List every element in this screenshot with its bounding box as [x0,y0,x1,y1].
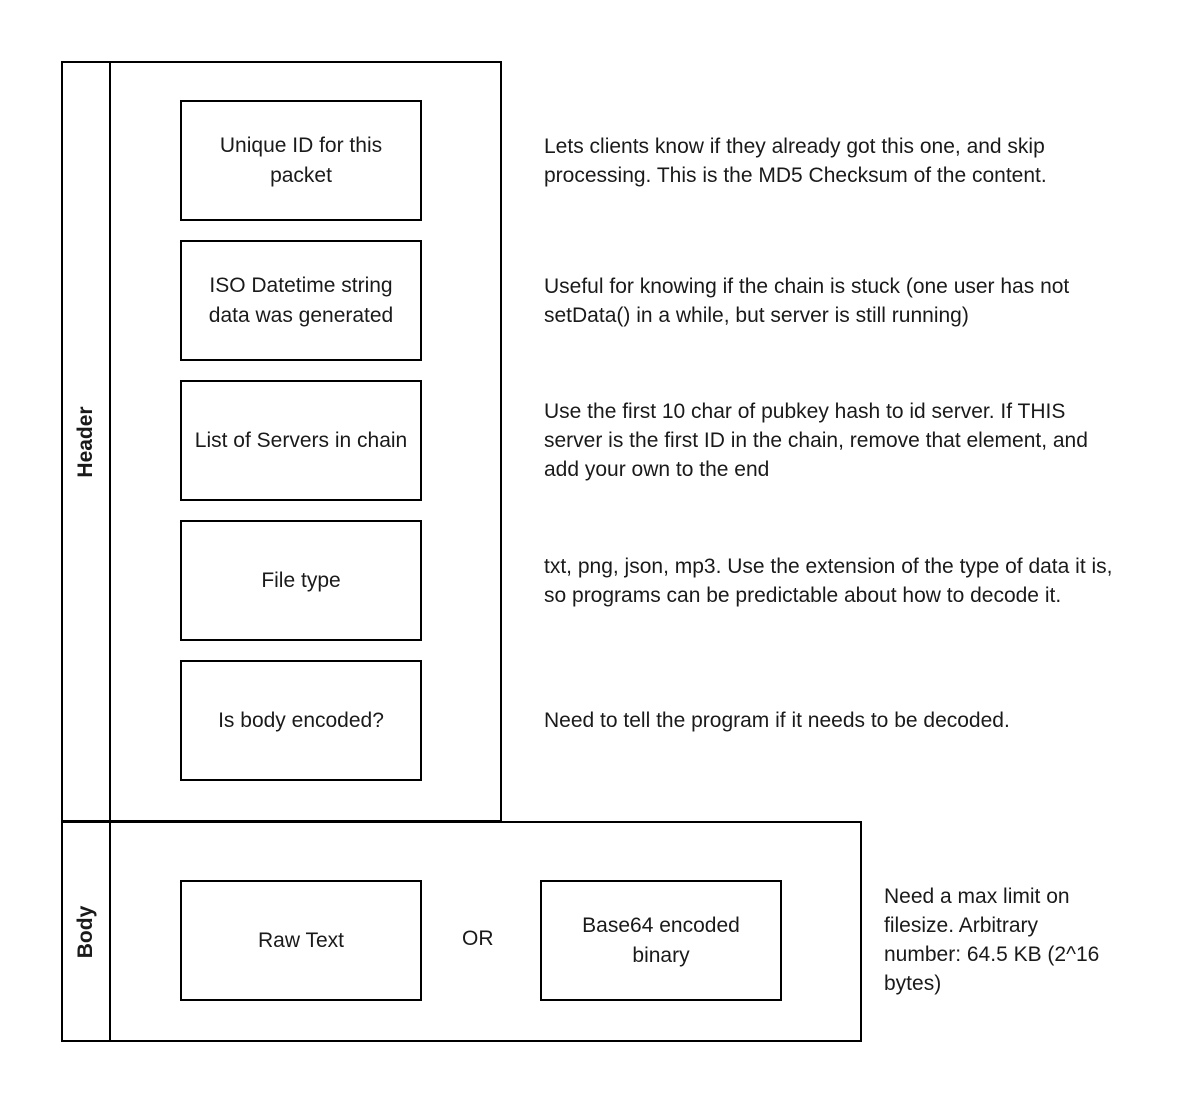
body-option-raw-text-label: Raw Text [258,928,344,952]
field-label-file-type: File type [261,568,341,592]
description-text: Use the first 10 char of pubkey hash to … [544,400,1088,481]
field-label-iso-datetime: ISO Datetime string data was generated [208,273,394,327]
field-box-body-encoded: Is body encoded? [180,660,422,781]
or-separator: OR [462,927,494,950]
field-box-server-list: List of Servers in chain [180,380,422,501]
body-lane-title: Body [74,905,97,958]
field-box-file-type: File type [180,520,422,641]
header-lane-title-column: Header [63,63,111,820]
description-text: Need a max limit on filesize. Arbitrary … [884,885,1100,995]
description-body-encoded: Need to tell the program if it needs to … [544,660,1114,781]
description-file-type: txt, png, json, mp3. Use the extension o… [544,520,1114,641]
field-label-unique-id: Unique ID for this packet [219,133,383,187]
field-box-iso-datetime: ISO Datetime string data was generated [180,240,422,361]
description-text: Lets clients know if they already got th… [544,134,1047,187]
field-label-server-list: List of Servers in chain [194,428,408,452]
body-lane-title-column: Body [63,823,111,1040]
description-body-size-limit: Need a max limit on filesize. Arbitrary … [884,860,1112,1020]
description-text: txt, png, json, mp3. Use the extension o… [544,554,1113,607]
body-lane: Body [61,821,862,1042]
header-lane-title: Header [74,405,97,478]
description-iso-datetime: Useful for knowing if the chain is stuck… [544,240,1114,361]
body-option-raw-text: Raw Text [180,880,422,1001]
body-option-base64: Base64 encoded binary [540,880,782,1001]
description-server-list: Use the first 10 char of pubkey hash to … [544,380,1114,501]
description-text: Useful for knowing if the chain is stuck… [544,274,1070,327]
description-text: Need to tell the program if it needs to … [544,709,1010,732]
field-box-unique-id: Unique ID for this packet [180,100,422,221]
body-option-base64-label: Base64 encoded binary [582,913,740,967]
field-label-body-encoded: Is body encoded? [218,708,384,732]
description-unique-id: Lets clients know if they already got th… [544,100,1114,221]
